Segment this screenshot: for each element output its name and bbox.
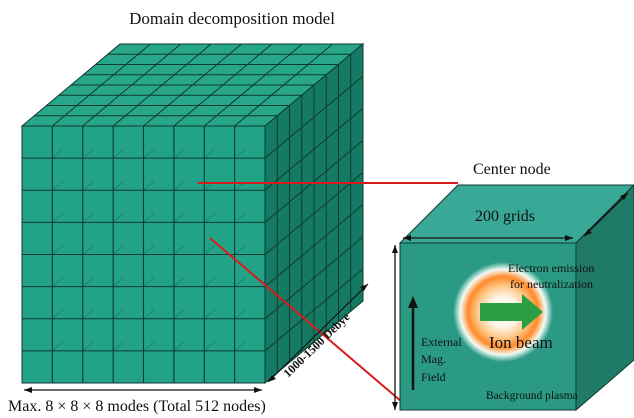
inner-depth-line [204,148,216,159]
inner-depth-line [173,245,185,255]
inner-depth-line [173,277,185,287]
inner-depth-line [143,277,155,287]
grids-width-arrowhead-1 [403,235,411,241]
ion-beam-arrow [480,294,543,330]
inner-depth-line [234,148,246,159]
debye-dimension-arrow [267,283,369,383]
grids-depth-arrow [583,192,629,237]
inner-depth-line [52,213,64,223]
inner-depth-line [234,277,246,287]
grids-depth-arrowhead-2 [620,193,628,200]
inner-depth-line [173,309,185,319]
inner-depth-line [52,309,64,319]
external-field-text-2: Mag. [421,352,446,366]
diagram-title: Domain decomposition model [129,9,335,28]
grids-depth-arrowhead-1 [584,229,592,236]
inner-depth-line [143,309,155,319]
external-field-text-3: Field [421,370,446,384]
inner-depth-line [143,181,155,191]
inner-depth-line [112,309,124,319]
mag-field-arrowhead [408,296,418,308]
inner-depth-line [112,341,124,352]
inner-depth-line [52,181,64,191]
top-grid-depth-line [173,43,273,127]
inner-depth-line [112,245,124,255]
inner-depth-line [173,148,185,159]
width-arrowhead-1 [24,387,32,393]
electron-emission-text-1: Electron emission [508,261,594,275]
inner-depth-line [112,148,124,159]
domain-cube [20,42,365,385]
side-grid-depth-line [264,268,364,352]
inner-depth-line [204,277,216,287]
width-arrowhead-2 [254,387,262,393]
center-node-label: Center node [473,161,551,178]
grids-width-arrowhead-2 [565,235,573,241]
inner-depth-line [143,213,155,223]
top-grid-depth-line [203,43,303,127]
top-grid-depth-line [234,43,333,127]
inner-depth-line [204,213,216,223]
inner-depth-line [204,309,216,319]
debye-arrowhead-2 [360,284,368,291]
background-plasma-label: Background plasma [486,390,578,402]
inner-depth-line [173,213,185,223]
center-node-cube [398,184,634,412]
inner-depth-line [112,277,124,287]
side-grid-depth-line [264,204,364,288]
inner-depth-line [234,341,246,352]
inner-depth-line [173,181,185,191]
node-height-arrowhead-1 [392,245,398,253]
debye-arrowhead-1 [268,375,276,382]
inner-depth-line [143,148,155,159]
inner-depth-line [234,213,246,223]
inner-depth-line [52,277,64,287]
inner-depth-line [82,341,94,352]
inner-depth-line [234,309,246,319]
inner-depth-line [204,341,216,352]
inner-depth-line [82,277,94,287]
inner-depth-line [82,213,94,223]
inner-depth-line [234,245,246,255]
inner-depth-line [112,213,124,223]
inner-depth-line [82,148,94,159]
inner-depth-line [143,245,155,255]
side-grid-depth-line [264,236,364,320]
node-height-arrowhead-2 [392,402,398,410]
external-field-text-1: External [421,335,462,349]
inner-depth-line [112,181,124,191]
inner-depth-line [173,341,185,352]
inner-depth-line [82,181,94,191]
bottom-caption: Max. 8 × 8 × 8 modes (Total 512 nodes) [8,398,266,415]
ion-beam-label: Ion beam [489,333,553,352]
inner-depth-line [82,309,94,319]
electron-emission-text-2: for neutralization [510,277,593,291]
inner-depth-line [143,341,155,352]
inner-depth-line [204,245,216,255]
inner-depth-line [82,245,94,255]
grids-label: 200 grids [475,208,535,225]
inner-depth-line [52,148,64,159]
inner-depth-line [52,245,64,255]
center-node-connector-bottom [209,237,403,403]
inner-depth-line [52,341,64,352]
